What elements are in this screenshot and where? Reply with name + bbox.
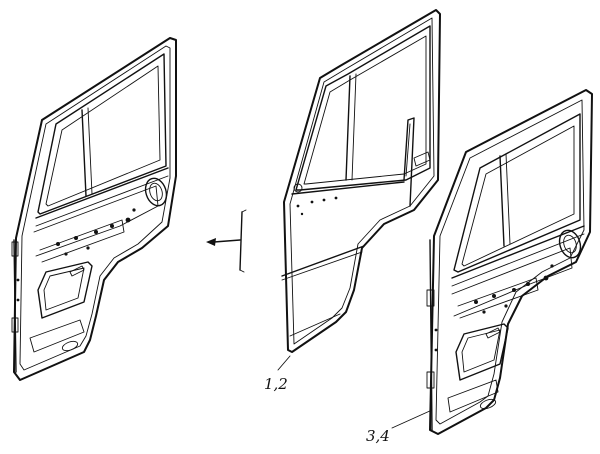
right-door-assembly — [426, 89, 593, 435]
center-door-outer-panel — [281, 9, 441, 353]
callout-inner-door: 3,4 — [366, 409, 433, 445]
callout-label-inner-door: 3,4 — [366, 427, 390, 445]
callout-outer-panel: 1,2 — [264, 355, 291, 393]
callout-label-outer-panel: 1,2 — [264, 375, 288, 393]
assembly-arrow — [206, 209, 247, 273]
left-door-inner-frame — [11, 37, 177, 381]
